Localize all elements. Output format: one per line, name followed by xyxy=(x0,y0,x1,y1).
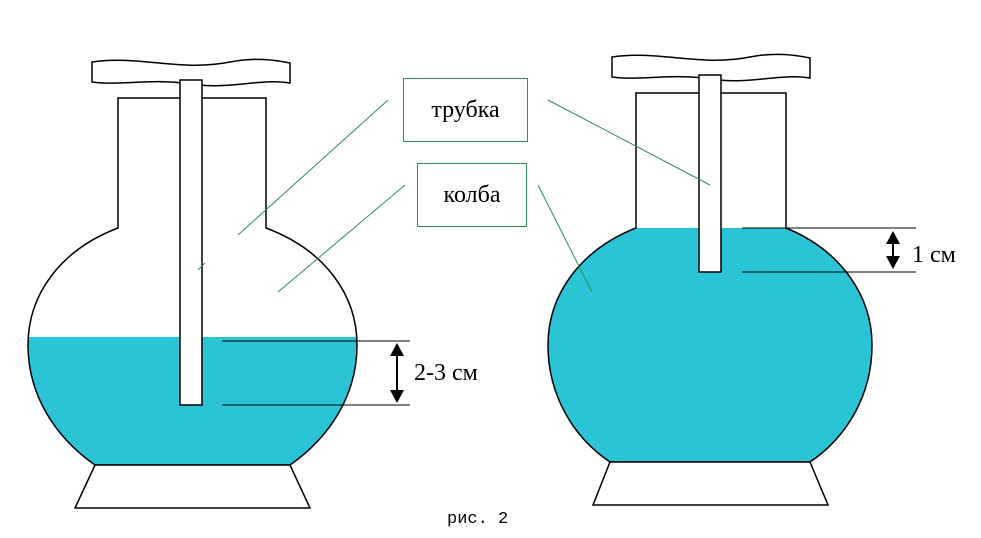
left-arrow-head-top xyxy=(390,343,404,356)
right-arrow-head-bottom xyxy=(886,256,900,269)
leader-tube-inner xyxy=(197,262,206,271)
figure-caption: рис. 2 xyxy=(447,510,509,529)
leader-flask-right xyxy=(537,184,593,293)
right-arrow-head-top xyxy=(886,231,900,244)
leader-flask-left xyxy=(277,184,406,293)
left-stopper xyxy=(91,58,291,87)
leader-tube-right xyxy=(547,99,711,186)
right-stand xyxy=(591,461,830,506)
right-tube xyxy=(698,74,722,273)
tube-label: трубка xyxy=(403,78,528,142)
right-stopper xyxy=(611,53,811,82)
left-tube xyxy=(179,79,203,406)
left-flask xyxy=(27,58,410,509)
left-arrow-head-bottom xyxy=(390,390,404,403)
gap-right-label: 1 см xyxy=(912,242,956,268)
right-flask xyxy=(547,53,916,506)
leader-tube-left xyxy=(237,99,389,236)
gap-left-label: 2-3 см xyxy=(414,360,478,386)
left-stand xyxy=(73,464,312,509)
flask-label: колба xyxy=(417,163,527,227)
leader-lines xyxy=(197,99,711,293)
